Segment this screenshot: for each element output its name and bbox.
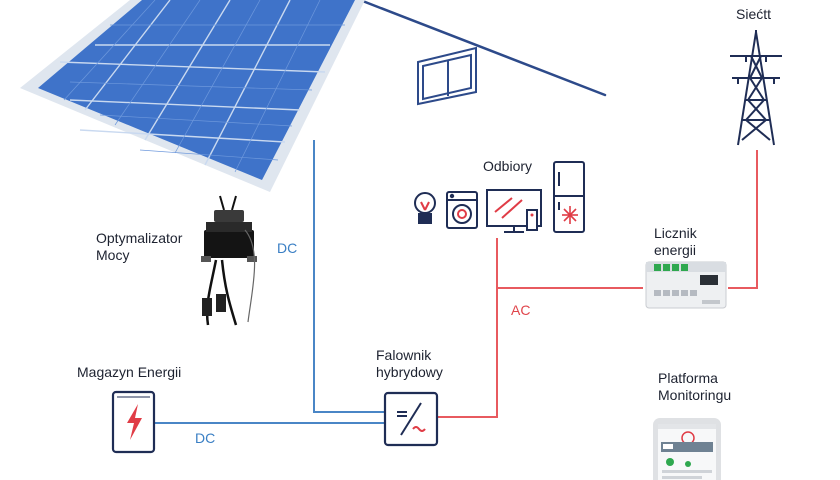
meter-label-line2: energii [654, 242, 697, 258]
ac-line-inverter [438, 238, 498, 418]
dc-label-bottom: DC [195, 430, 216, 446]
monitoring-label: Platforma Monitoringu [658, 370, 731, 404]
inverter-icon [383, 391, 439, 447]
ac-label: AC [511, 302, 531, 318]
tv-icon [486, 189, 542, 233]
dc-label-top: DC [277, 240, 298, 256]
solar-panel-array-icon [20, 0, 365, 192]
inverter-label: Falownik hybrydowy [376, 347, 443, 381]
storage-label: Magazyn Energii [77, 364, 182, 380]
ac-line-meter-grid [728, 150, 758, 289]
meter-label: Licznik energii [654, 225, 697, 259]
battery-icon [111, 390, 156, 454]
optimizer-label: Optymalizator Mocy [96, 230, 182, 264]
washing-machine-icon [446, 191, 478, 229]
dc-line-panels [313, 140, 385, 413]
optimizer-label-line1: Optymalizator [96, 230, 183, 246]
fridge-icon [553, 161, 585, 233]
phone-app-icon [653, 418, 721, 480]
consumers-label: Odbiory [483, 158, 533, 174]
inverter-label-line2: hybrydowy [376, 364, 443, 380]
optimizer-device-icon [201, 195, 257, 326]
meter-label-line1: Licznik [654, 225, 697, 241]
inverter-label-line1: Falownik [376, 347, 432, 363]
monitoring-label-line1: Platforma [658, 370, 718, 386]
monitoring-label-line2: Monitoringu [658, 387, 732, 403]
light-bulb-icon [414, 192, 436, 224]
optimizer-label-line2: Mocy [96, 247, 130, 263]
energy-meter-icon [645, 261, 727, 309]
grid-label: Siećtt [736, 6, 772, 22]
power-tower-icon [730, 30, 782, 146]
house-window [417, 46, 477, 106]
